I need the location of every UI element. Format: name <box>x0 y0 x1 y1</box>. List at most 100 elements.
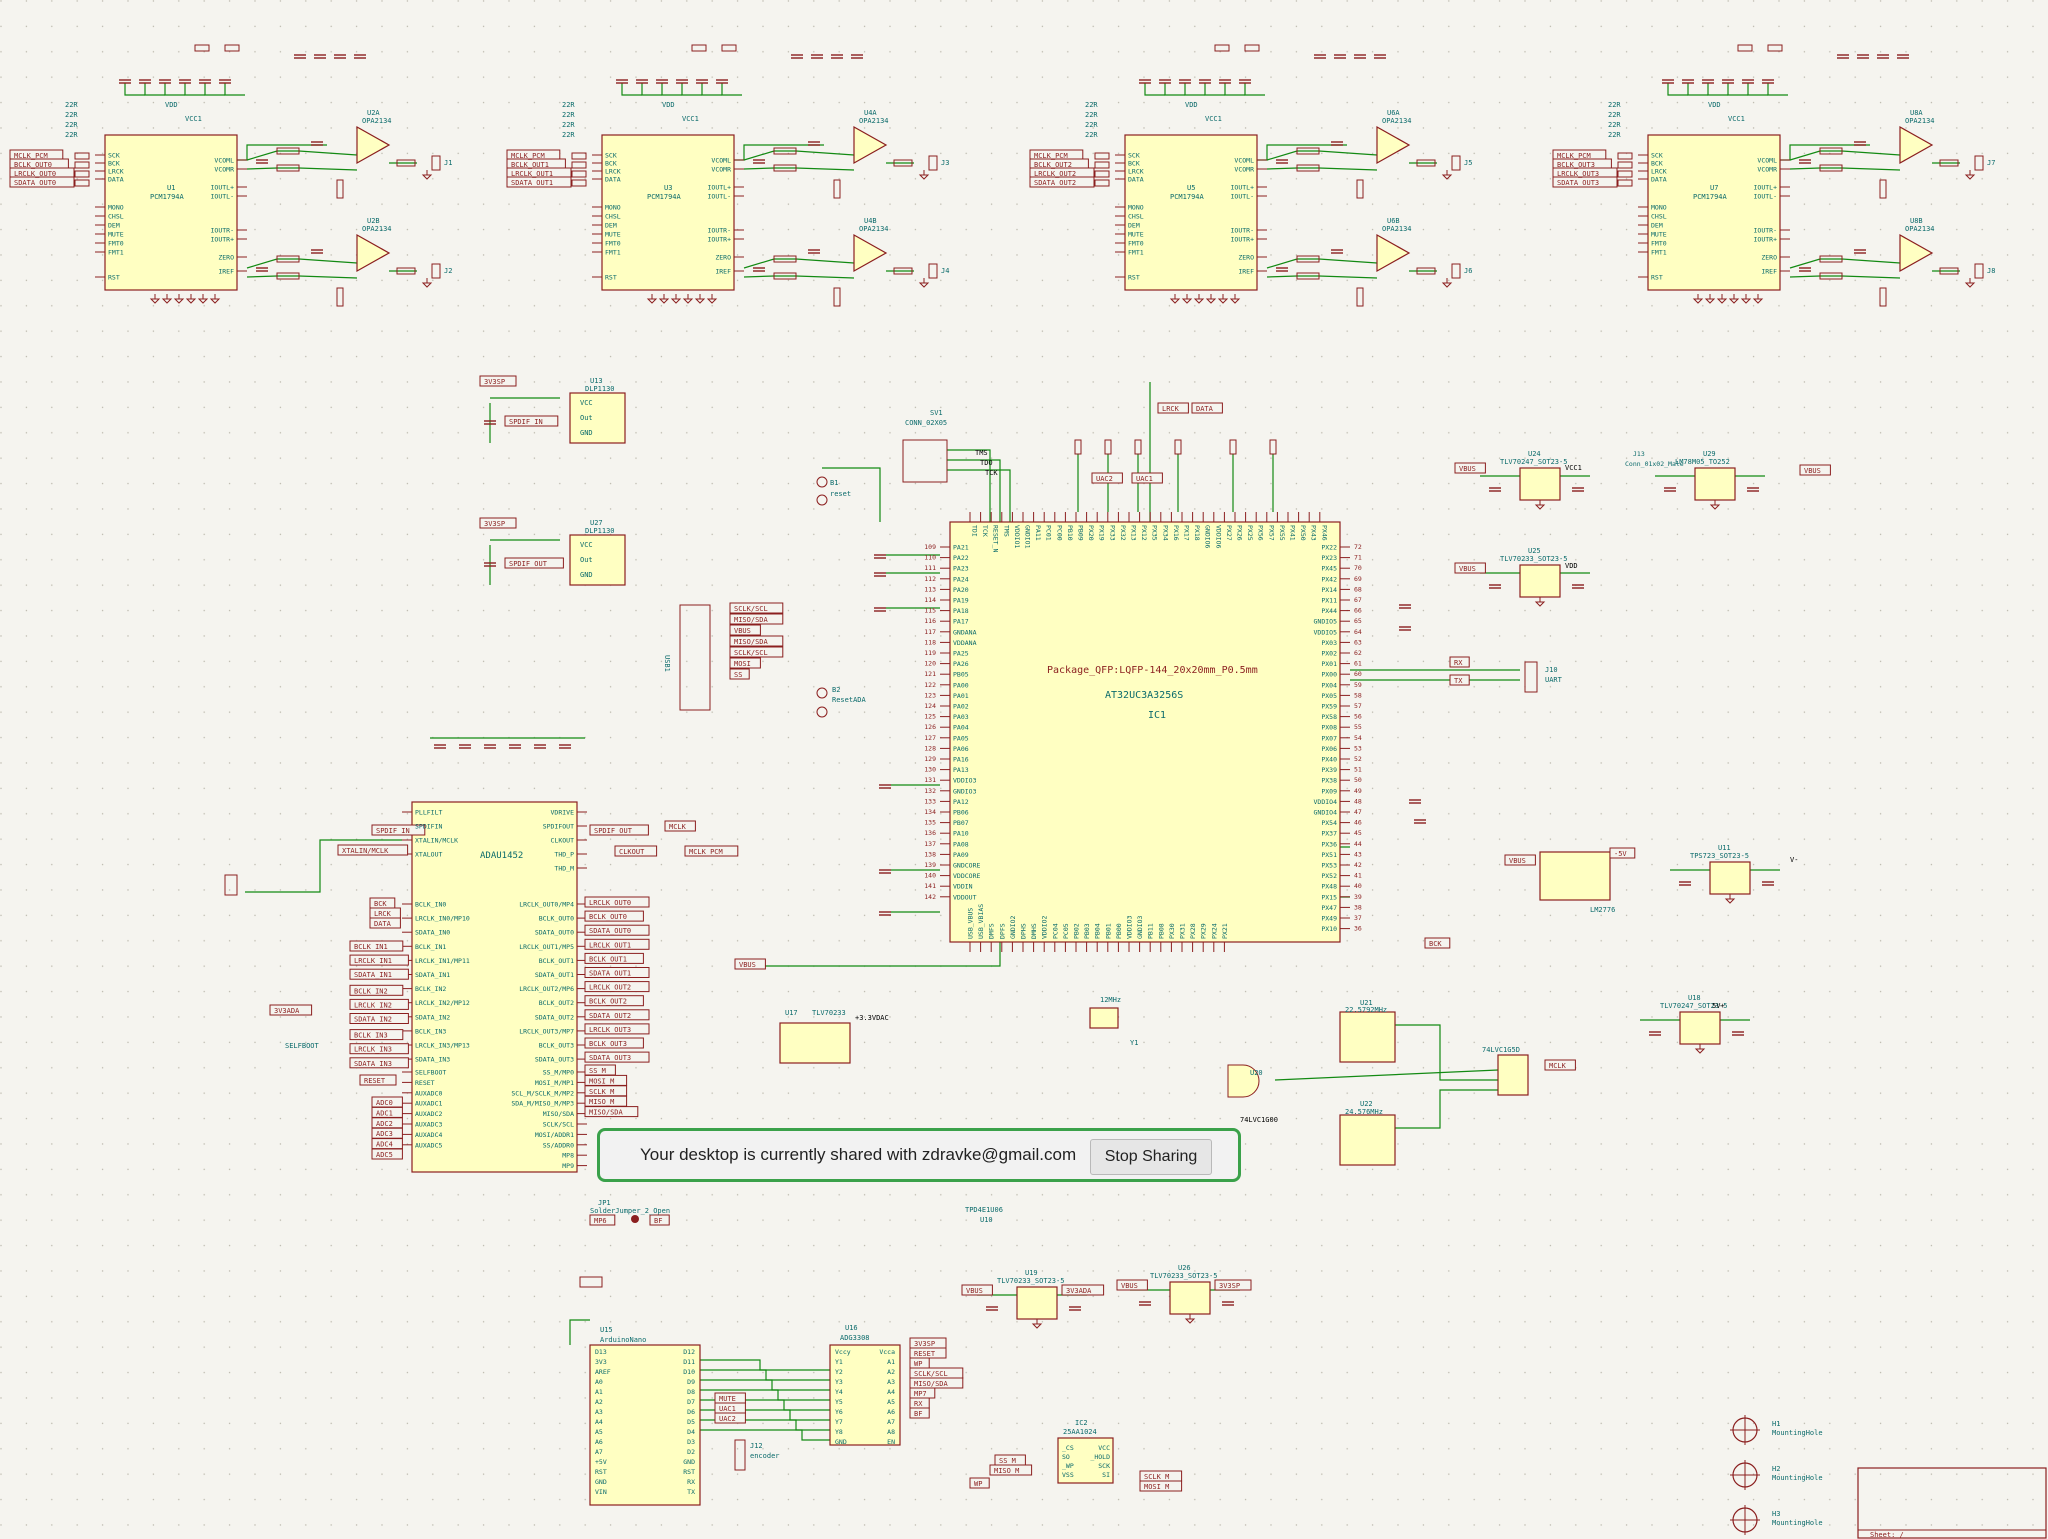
regulator-u11-part: TPS723_SOT23-5 <box>1690 852 1749 860</box>
mcu-top-pin-label: RESET_N <box>992 525 1000 552</box>
dsp-right-pin-label: LRCLK_OUT0/MP4 <box>519 901 574 909</box>
filter-wire <box>1266 258 1378 269</box>
ground-symbol-head <box>670 298 682 304</box>
filter-resistor <box>1819 272 1843 280</box>
feedback-resistor <box>336 179 344 199</box>
mcu-right-pin-label: PX37 <box>1321 830 1337 838</box>
dsp-adc-label-text: ADC2 <box>376 1120 393 1128</box>
dac-left-pin-label: SCK <box>605 152 617 160</box>
mcu-top-pin-label: PX32 <box>1119 525 1127 541</box>
mcu-top-label <box>1191 402 1223 414</box>
mcu-right-pin-label: PX49 <box>1321 915 1337 923</box>
mcu-right-pin-label: PX53 <box>1321 862 1337 870</box>
dsp-input-label-text: BCLK_IN2 <box>354 987 388 995</box>
jack-ref: J5 <box>1464 159 1472 167</box>
eeprom-pin: SI <box>1102 1471 1110 1479</box>
jtag-header <box>902 439 948 483</box>
dsp-input-label <box>369 917 401 929</box>
mcu-pin-number: 122 <box>924 681 936 689</box>
dac-left-pin-label: SCK <box>108 152 120 160</box>
nano-pin-right: D5 <box>687 1418 695 1426</box>
dsp-left-pin-label: AUXADC5 <box>415 1141 442 1149</box>
dlp-supply-label <box>479 517 517 529</box>
dsp-left-pin-label: LRCLK_IN1/MP11 <box>415 957 470 965</box>
output-resistor <box>893 267 913 275</box>
mcu-top-label-text: DATA <box>1196 405 1214 413</box>
filter-resistor <box>1296 255 1320 263</box>
adg-net-label <box>909 1407 930 1419</box>
mcu-top-pin-label: VDDIO6 <box>1214 525 1222 549</box>
mcu-top-pin-label: PX16 <box>1172 525 1180 541</box>
adg-pin-right: A5 <box>887 1398 895 1406</box>
dac-input-label-text: BCLK_OUT3 <box>1557 161 1595 169</box>
reg-vbus-label-text: VBUS <box>1121 1282 1138 1290</box>
reg-out-label-text: 3V3SP <box>1219 1282 1240 1290</box>
dac-supply-wire <box>1244 83 1265 96</box>
dsp-right-pin-label: SDATA_OUT3 <box>535 1056 574 1064</box>
regulator-u18 <box>1679 1011 1721 1045</box>
nano-pin-left: A7 <box>595 1448 603 1456</box>
mcu-top-pin-label: PX34 <box>1161 525 1169 541</box>
mcu-right-pin-label: PX00 <box>1321 671 1337 679</box>
clock-wire <box>1395 1024 1498 1081</box>
usb-net-label <box>729 657 761 669</box>
mcu-right-pin-label: PX01 <box>1321 660 1337 668</box>
nano-net-label <box>714 1412 746 1424</box>
dac-input-label-text: LRCLK_OUT3 <box>1557 170 1599 178</box>
filter-resistor <box>773 255 797 263</box>
clock-wire <box>1274 1069 1499 1081</box>
mcu-pin-number: 136 <box>924 829 936 837</box>
mcu-top-pin-label: TCK <box>981 525 989 537</box>
dsp-output-label <box>584 910 644 922</box>
stop-sharing-button[interactable]: Stop Sharing <box>1090 1139 1212 1175</box>
jack-ref: J1 <box>444 159 452 167</box>
dsp-spi-label-text: SS_M <box>589 1067 606 1075</box>
mcu-left-pin-label: PA03 <box>953 713 969 721</box>
mcu-left-pin-label: VDDCORE <box>953 872 980 880</box>
dac-left-pin-label: MUTE <box>108 231 124 239</box>
dsp-input-label <box>349 998 409 1010</box>
filter-wire <box>1789 258 1901 269</box>
ground-symbol-head <box>1704 298 1716 304</box>
dac-supply-wire <box>164 83 185 96</box>
filter-resistor <box>276 255 300 263</box>
regulator-u26-part: TLV70233_SOT23-5 <box>1150 1272 1217 1280</box>
feedback-resistor <box>1879 179 1887 199</box>
ground-symbol-head <box>1740 298 1752 304</box>
arduino-nano <box>589 1344 701 1506</box>
mcu-right-pin-label: PX54 <box>1321 819 1337 827</box>
eeprom-net-label <box>1139 1480 1183 1492</box>
filter-wire <box>246 167 358 171</box>
dac-left-pin-label: MONO <box>1651 204 1667 212</box>
dac-supply-wire <box>701 83 722 96</box>
ground-symbol-head <box>421 282 433 288</box>
adg-pin-right: A8 <box>887 1428 895 1436</box>
ground-symbol-head <box>1752 298 1764 304</box>
opamp-U8A <box>1899 125 1934 165</box>
dac-part: PCM1794A <box>1693 193 1728 201</box>
dac-left-pin-label: DEM <box>1651 222 1663 230</box>
filter-wire <box>743 275 855 279</box>
dsp-reset-label-text: RESET <box>364 1077 386 1085</box>
regulator-u18-part: TLV70247_SOT23-5 <box>1660 1002 1727 1010</box>
regulator-u19 <box>1016 1286 1058 1320</box>
reset-ada-button <box>816 687 828 699</box>
dsp-mclk-pcm-label <box>684 845 739 857</box>
opamp-ref: U6A <box>1387 109 1400 117</box>
dlp-pin: VCC <box>580 541 593 549</box>
hole-ref: H1 <box>1772 1420 1780 1428</box>
mcu-pin-number: 115 <box>924 607 936 615</box>
dsp-right-pin-label: LRCLK_OUT3/MP7 <box>519 1027 574 1035</box>
mcu-pin-number: 128 <box>924 744 936 752</box>
ground-symbol-head <box>1181 298 1193 304</box>
dlp-supply-label <box>479 375 517 387</box>
mcu-pin-number: 48 <box>1354 797 1362 805</box>
mcu-right-pin-label: VDDIO4 <box>1314 798 1338 806</box>
dac-resistor-value: 22R <box>1085 121 1098 129</box>
sheet-label: Sheet: / <box>1870 1531 1904 1539</box>
adg-pin-left: Y8 <box>835 1428 843 1436</box>
top-resistor <box>1074 439 1082 455</box>
eeprom-part: 25AA1024 <box>1063 1428 1097 1436</box>
mcu-top-pin-label: PX56 <box>1257 525 1265 541</box>
nano-pin-left: A1 <box>595 1388 603 1396</box>
